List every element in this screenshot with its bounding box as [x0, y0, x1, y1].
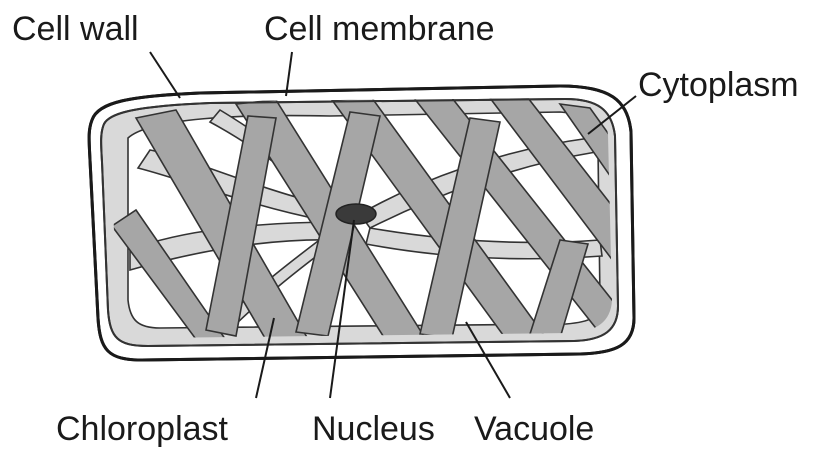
nucleus-shape — [336, 204, 376, 224]
label-chloroplast: Chloroplast — [56, 410, 229, 448]
label-cell-membrane: Cell membrane — [264, 10, 495, 48]
label-cell-wall: Cell wall — [12, 10, 139, 48]
leader-line-cell-wall — [150, 52, 180, 98]
label-cytoplasm: Cytoplasm — [638, 66, 799, 104]
label-nucleus: Nucleus — [312, 410, 435, 448]
label-vacuole: Vacuole — [474, 410, 594, 448]
leader-line-cell-membrane — [286, 52, 292, 96]
